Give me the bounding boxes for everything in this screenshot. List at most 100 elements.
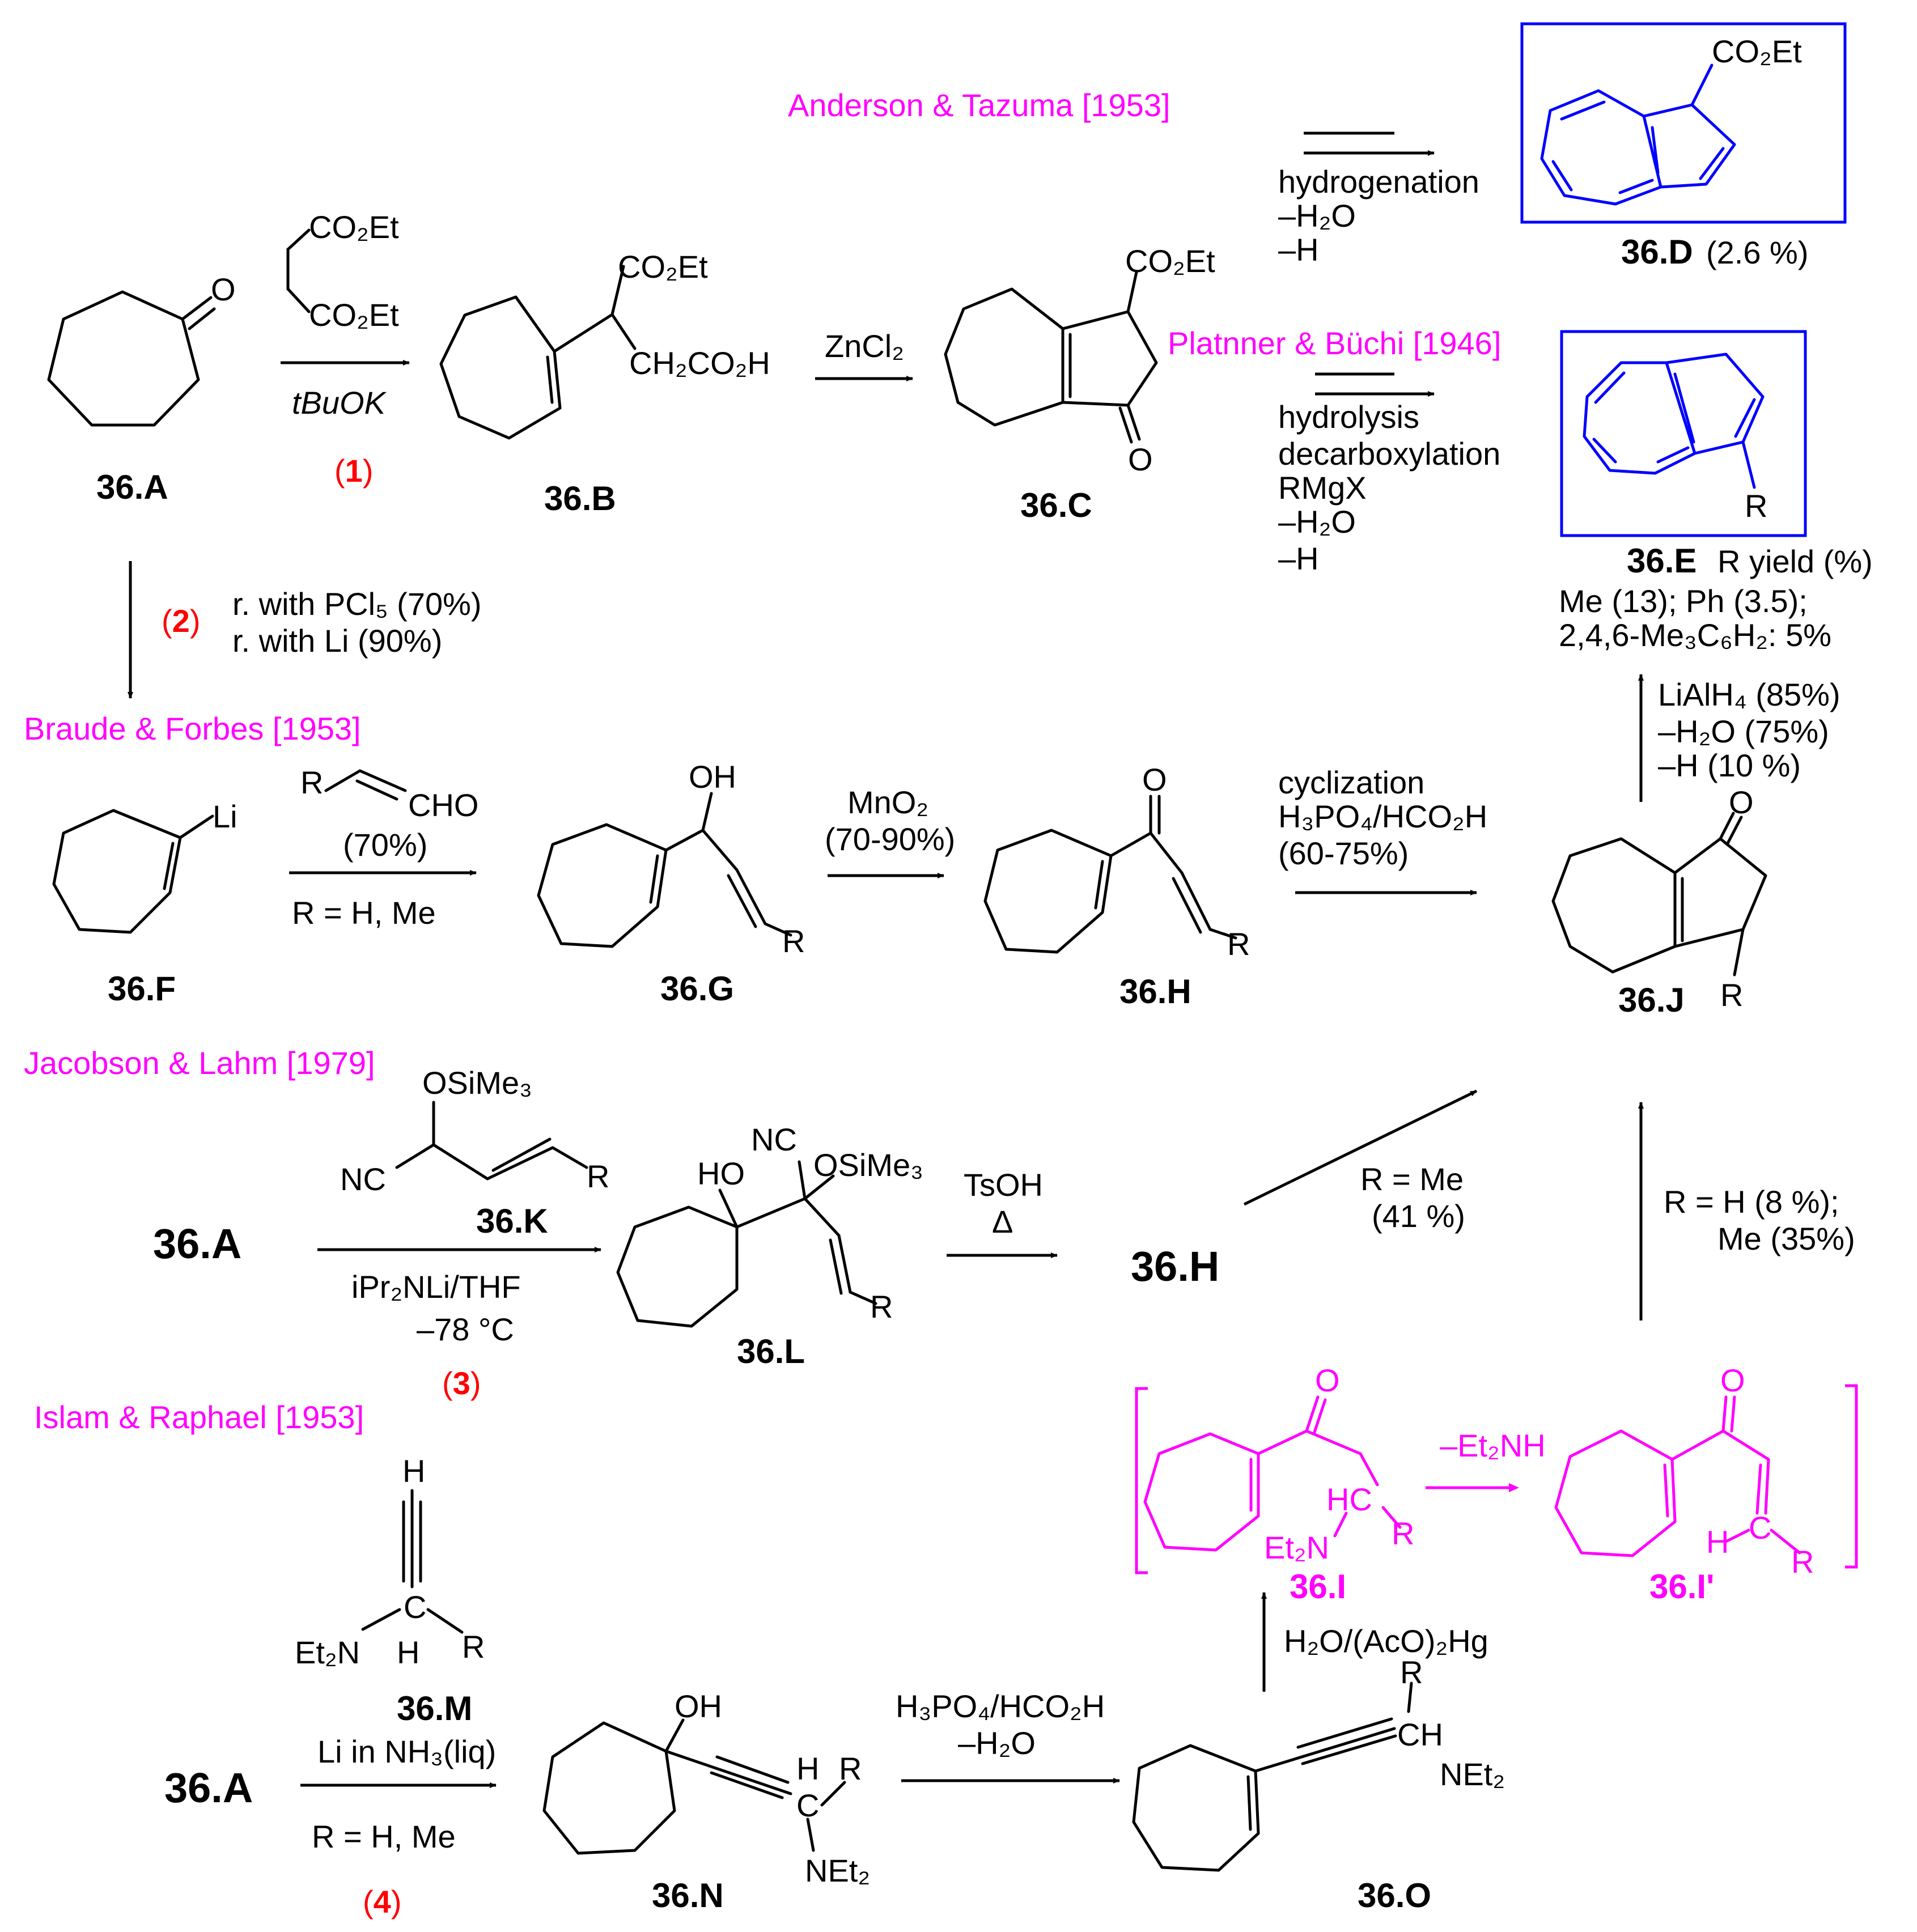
- compound-label-36N: 36.N: [652, 1876, 724, 1914]
- compound-36E-structure: R 36.E R yield (%) Me (13); Ph (3.5); 2,…: [1559, 330, 1873, 653]
- yield-70: (70%): [343, 827, 427, 863]
- compound-label-36C: 36.C: [1020, 486, 1092, 524]
- reagent-mno2: MnO₂: [847, 784, 928, 820]
- ch2co2h-label: CH₂CO₂H: [629, 345, 770, 381]
- compound-36H-structure: O R 36.H: [983, 762, 1250, 1010]
- condition-r-me: R = Me: [1360, 1161, 1464, 1197]
- osime3-label: OSiMe₃: [813, 1147, 923, 1183]
- atom-label: C: [796, 1787, 819, 1823]
- atom-label: O: [1128, 441, 1153, 477]
- compound-label-36A: 36.A: [164, 1764, 253, 1811]
- reference-braude-forbes: Braude & Forbes [1953]: [24, 711, 361, 746]
- condition-cyclization: cyclization: [1278, 765, 1424, 800]
- condition-li: r. with Li (90%): [232, 623, 442, 659]
- condition-h2o75: –H₂O (75%): [1658, 714, 1829, 749]
- atom-label: R: [1227, 926, 1250, 962]
- ho-label: HO: [697, 1156, 745, 1191]
- atom-label: R: [1392, 1515, 1414, 1551]
- atom-label: H: [1706, 1524, 1729, 1560]
- co2et-label: CO₂Et: [618, 249, 708, 285]
- nc-label: NC: [751, 1122, 797, 1157]
- condition-hydrolysis: hydrolysis: [1278, 399, 1419, 435]
- yield-36D: (2.6 %): [1706, 235, 1809, 270]
- compound-36O-structure: R CH NEt₂ 36.O: [1132, 1654, 1505, 1914]
- atom-label: H: [397, 1634, 419, 1670]
- compound-36N-structure: OH H R C NEt₂ 36.N: [542, 1688, 870, 1914]
- compound-36C-structure: CO₂Et O 36.C: [944, 243, 1215, 524]
- condition-r-h8: R = H (8 %);: [1664, 1184, 1839, 1220]
- condition-lialh4: LiAlH₄ (85%): [1658, 677, 1840, 712]
- bracket-left: [1135, 1387, 1148, 1574]
- atom-label: R: [1745, 488, 1767, 524]
- et2n-label: Et₂N: [1264, 1530, 1329, 1565]
- compound-label-36H: 36.H: [1119, 973, 1191, 1010]
- atom-label: O: [1315, 1362, 1340, 1398]
- compound-label-36F: 36.F: [108, 970, 176, 1008]
- atom-label: O: [1729, 784, 1754, 820]
- reagent-tsoh: TsOH: [964, 1167, 1043, 1203]
- atom-label: R: [462, 1629, 485, 1665]
- co2et-label: CO₂Et: [1712, 33, 1802, 69]
- oh-label: OH: [689, 759, 736, 795]
- compound-label-36H: 36.H: [1131, 1243, 1219, 1290]
- compound-36D-structure: CO₂Et 36.D (2.6 %): [1520, 22, 1847, 271]
- atom-label: H: [402, 1453, 425, 1489]
- atom-label: H: [796, 1751, 819, 1786]
- condition-h10: –H (10 %): [1658, 748, 1801, 783]
- compound-label-36A: 36.A: [153, 1220, 241, 1267]
- compound-label-36A: 36.A: [96, 468, 168, 506]
- highlight-box: [1560, 330, 1807, 537]
- highlight-box: [1520, 22, 1847, 224]
- reagent-tbuok: tBuOK: [292, 385, 387, 421]
- compound-label-36J: 36.J: [1618, 981, 1685, 1019]
- osime3-label: OSiMe₃: [422, 1065, 532, 1101]
- compound-36B-structure: CO₂Et CH₂CO₂H 36.B: [439, 249, 770, 517]
- condition-hydrogenation: hydrogenation: [1278, 164, 1479, 199]
- condition-lda: iPr₂NLi/THF: [351, 1269, 521, 1305]
- atom-label: Li: [213, 799, 237, 834]
- reagent-diethyl-succinate: CO₂Et CO₂Et: [286, 209, 399, 333]
- route-label-3: (3): [442, 1365, 481, 1401]
- compound-36F-structure: Li 36.F: [52, 799, 237, 1008]
- ch-label: CH: [1397, 1717, 1443, 1752]
- condition-me35: Me (35%): [1717, 1221, 1855, 1256]
- atom-label: R: [587, 1158, 609, 1194]
- compound-36J-structure: O R 36.J: [1551, 784, 1767, 1019]
- compound-36K-structure: OSiMe₃ NC R 36.K: [340, 1065, 609, 1240]
- atom-label: R: [1400, 1654, 1423, 1690]
- route-label-2: (2): [162, 603, 200, 639]
- condition-decarboxylation: decarboxylation: [1278, 436, 1500, 472]
- net2-label: NEt₂: [805, 1853, 870, 1888]
- condition-minus-et2nh: –Et₂NH: [1440, 1428, 1546, 1463]
- net2-label: NEt₂: [1440, 1756, 1505, 1792]
- atom-label: C: [404, 1589, 426, 1625]
- compound-36M-structure: H C Et₂N H R 36.M: [295, 1453, 485, 1727]
- atom-label: R: [782, 923, 805, 959]
- compound-label-36B: 36.B: [544, 479, 616, 517]
- yield-list-36E: 2,4,6-Me₃C₆H₂: 5%: [1559, 617, 1831, 653]
- yield-header-36E: R yield (%): [1717, 543, 1873, 579]
- condition-minus-h: –H: [1278, 541, 1319, 576]
- atom-label: R: [839, 1751, 862, 1786]
- condition-minus-h: –H: [1278, 232, 1319, 267]
- et2n-label: Et₂N: [295, 1634, 360, 1670]
- hc-label: HC: [1326, 1481, 1372, 1517]
- atom-label: R: [1720, 977, 1743, 1013]
- reaction-arrow-to-36J: [1243, 1089, 1478, 1206]
- condition-minus-h2o: –H₂O: [958, 1725, 1036, 1761]
- atom-label: R: [870, 1289, 893, 1324]
- atom-label: R: [1791, 1544, 1814, 1579]
- condition-cycl-yield: (60-75%): [1278, 835, 1409, 871]
- condition-h3po4: H₃PO₄/HCO₂H: [1278, 799, 1487, 834]
- compound-label-36K: 36.K: [476, 1202, 548, 1240]
- condition-li-nh3: Li in NH₃(liq): [317, 1734, 496, 1769]
- reference-platnner-buchi: Platnner & Büchi [1946]: [1168, 325, 1501, 361]
- atom-label: O: [211, 271, 236, 307]
- condition-r-h-me: R = H, Me: [312, 1819, 456, 1854]
- condition-h3po4: H₃PO₄/HCO₂H: [896, 1688, 1105, 1724]
- atom-label: O: [1142, 762, 1167, 797]
- condition-r-h-me: R = H, Me: [292, 895, 436, 931]
- reagent-zncl2: ZnCl₂: [825, 328, 904, 364]
- condition-pcl5: r. with PCl₅ (70%): [232, 586, 482, 622]
